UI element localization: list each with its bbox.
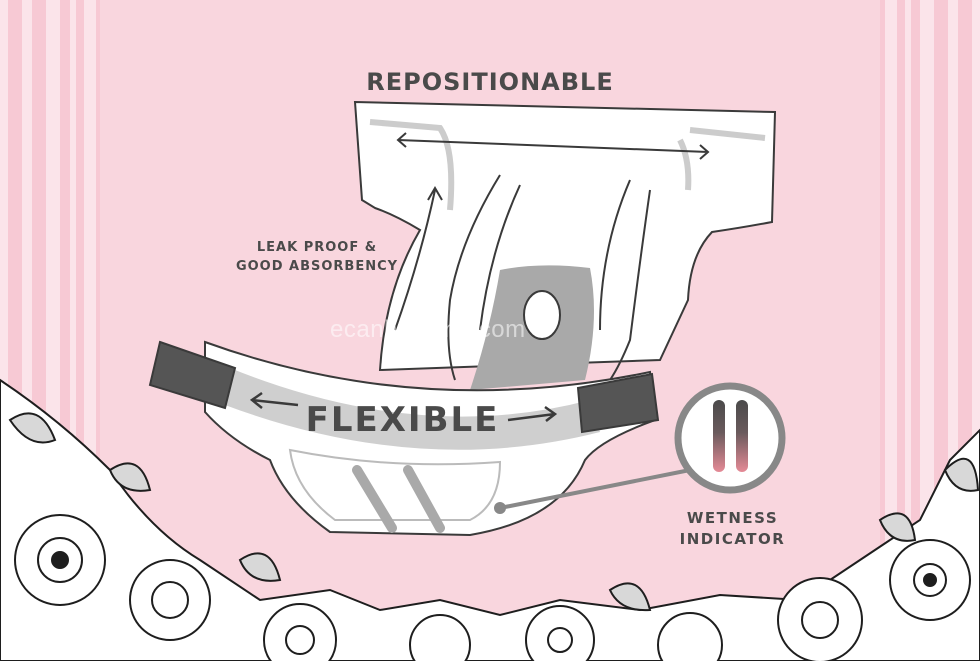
floral-decoration bbox=[0, 378, 980, 661]
flexible-band bbox=[225, 368, 600, 450]
flexible-arrow-right bbox=[507, 405, 558, 422]
right-tape bbox=[576, 372, 660, 434]
indicator-stripe-1 bbox=[352, 465, 397, 533]
waist-inner-fold bbox=[369, 119, 766, 211]
watermark-text: ecanhygiene.com bbox=[330, 316, 526, 343]
leak-guard-left bbox=[447, 174, 521, 381]
indicator-pointer-line bbox=[499, 468, 691, 510]
wetness-indicator-label: WETNESS INDICATOR bbox=[660, 508, 805, 550]
leak-proof-label: LEAK PROOF & GOOD ABSORBENCY bbox=[222, 238, 412, 276]
wetness-indicator-magnifier bbox=[674, 382, 786, 494]
wetness-bar-right bbox=[736, 400, 748, 472]
flexible-arrow-left bbox=[249, 391, 299, 409]
repositionable-label: REPOSITIONABLE bbox=[366, 68, 614, 96]
left-tape bbox=[148, 340, 237, 410]
leak-proof-arrow bbox=[394, 186, 443, 331]
front-pocket bbox=[288, 448, 502, 521]
flexible-label: FLEXIBLE bbox=[305, 400, 500, 440]
wetness-line-2: INDICATOR bbox=[679, 530, 786, 548]
indicator-pointer-dot bbox=[494, 502, 506, 514]
diaper-waistband bbox=[353, 100, 777, 372]
indicator-stripe-2 bbox=[403, 465, 445, 533]
wetness-line-1: WETNESS bbox=[686, 509, 779, 527]
wetness-bar-left bbox=[713, 400, 725, 472]
repositionable-arrow bbox=[396, 132, 710, 160]
leak-proof-line-2: GOOD ABSORBENCY bbox=[235, 259, 399, 274]
core-hole bbox=[523, 290, 561, 340]
right-border-stripes bbox=[885, 0, 980, 661]
leak-proof-line-1: LEAK PROOF & bbox=[256, 240, 378, 255]
leak-guard-right bbox=[599, 179, 651, 381]
